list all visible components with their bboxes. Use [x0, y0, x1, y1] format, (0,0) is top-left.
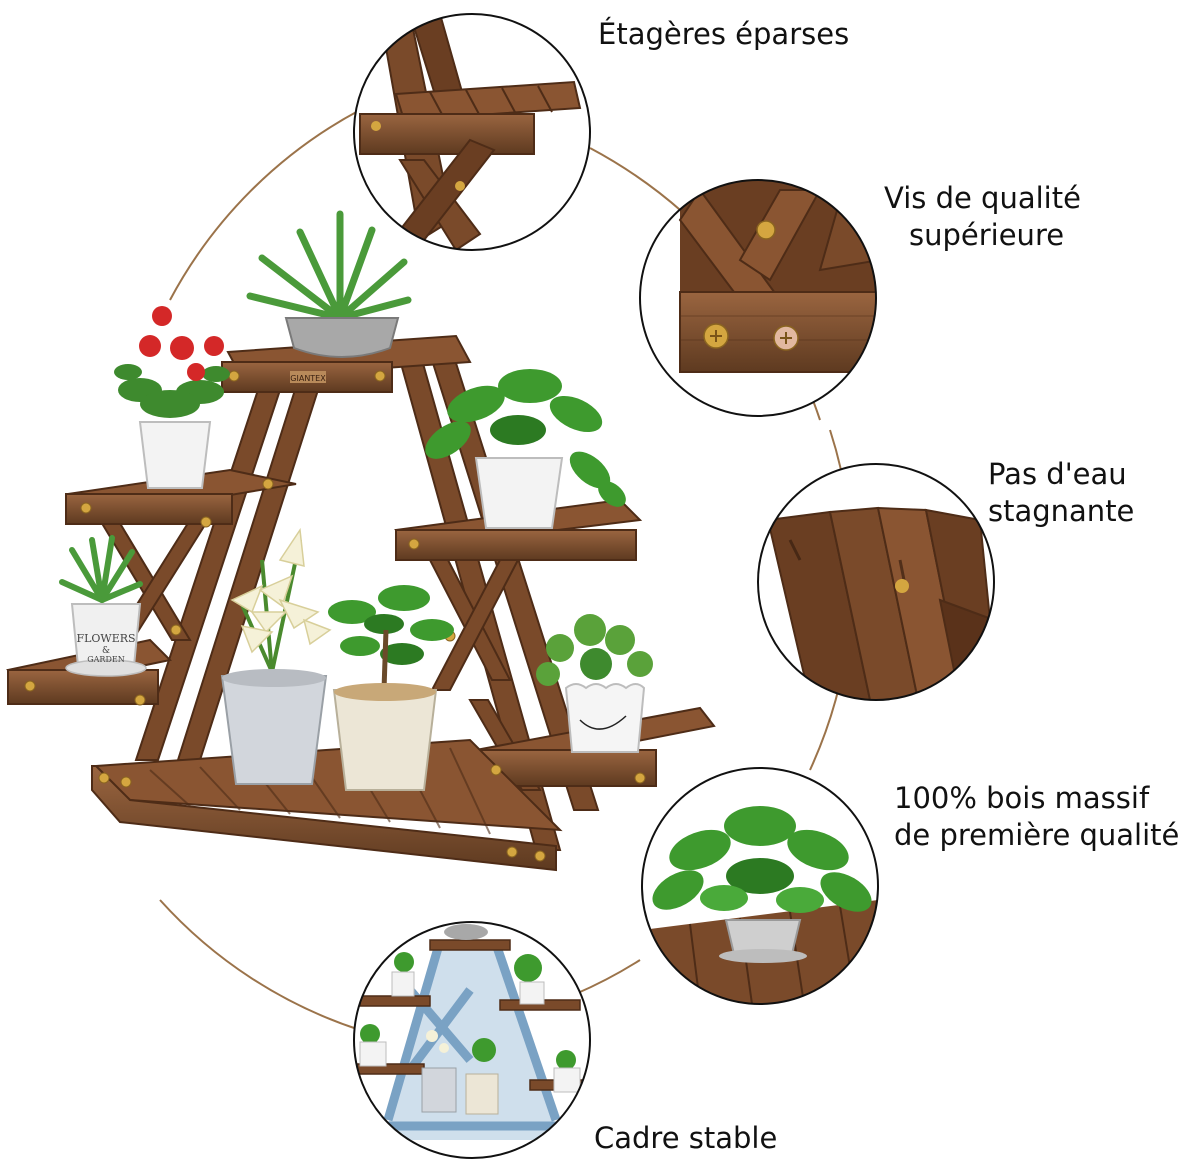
detail-circle-screws	[639, 179, 877, 417]
detail-circle-frame	[353, 921, 591, 1159]
feature-line: Étagères éparses	[598, 17, 850, 51]
feature-label-no-standing-water: Pas d'eau stagnante	[988, 456, 1134, 530]
feature-label-stable-frame: Cadre stable	[594, 1120, 777, 1157]
feature-line: de première qualité	[894, 818, 1180, 852]
feature-line: Pas d'eau	[988, 457, 1127, 491]
pot-text-line2: &	[102, 646, 110, 656]
pot-text-line1: FLOWERS	[76, 632, 135, 645]
feature-label-solid-wood: 100% bois massif de première qualité	[894, 780, 1179, 854]
detail-circle-solid-wood	[641, 767, 879, 1005]
feature-label-quality-screws: Vis de qualité supérieure	[884, 180, 1081, 254]
feature-line: stagnante	[988, 494, 1135, 528]
detail-circle-slats	[757, 463, 995, 701]
detail-circle-shelves	[353, 13, 591, 251]
feature-line: supérieure	[909, 218, 1065, 252]
potted-plants: FLOWERS & GARDEN	[59, 210, 653, 791]
feature-line: 100% bois massif	[894, 781, 1150, 815]
feature-label-sparse-shelves: Étagères éparses	[598, 16, 849, 53]
brand-plate: GIANTEX	[290, 374, 326, 383]
feature-line: Vis de qualité	[884, 181, 1081, 215]
pot-text-line3: GARDEN	[87, 655, 124, 664]
feature-line: Cadre stable	[594, 1121, 778, 1155]
